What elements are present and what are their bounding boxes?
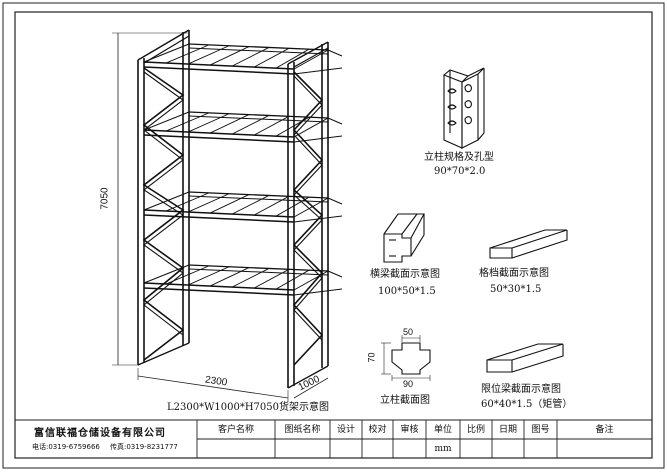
upright-profile-spec: 90*70*2.0 bbox=[434, 166, 486, 177]
beam-section-drawing bbox=[383, 213, 425, 263]
column-section-title: 立柱截面图 bbox=[380, 395, 430, 406]
rack-structure bbox=[137, 29, 329, 389]
company-phone: 电话:0319-6759666 bbox=[32, 443, 100, 451]
bar-section-spec: 50*30*1.5 bbox=[490, 284, 542, 295]
beam-section-title: 横梁截面示意图 bbox=[370, 269, 440, 280]
limit-beam-spec: 60*40*1.5（矩管） bbox=[481, 399, 573, 410]
bar-section-title: 格档截面示意图 bbox=[479, 268, 549, 279]
title-block-header-8: 日期 bbox=[498, 425, 517, 435]
title-block-grid bbox=[15, 419, 652, 458]
shelf-level-4 bbox=[143, 264, 343, 296]
title-block-header-5: 审核 bbox=[400, 425, 419, 435]
title-block-header-7: 比例 bbox=[466, 425, 485, 435]
outer-frame bbox=[2, 2, 665, 469]
column-section-drawing bbox=[391, 342, 431, 375]
rack-caption: L2300*W1000*H7050货架示意图 bbox=[167, 402, 329, 413]
beam-section-spec: 100*50*1.5 bbox=[378, 286, 436, 297]
bar-section-drawing bbox=[489, 229, 568, 259]
title-block-header-3: 设计 bbox=[336, 425, 355, 435]
rack-dimensions bbox=[112, 32, 329, 402]
title-block-header-10: 备注 bbox=[595, 425, 614, 435]
shelf-level-2 bbox=[143, 111, 343, 143]
limit-beam-drawing bbox=[486, 343, 564, 373]
column-section-dimensions bbox=[381, 335, 431, 381]
shelf-levels bbox=[143, 43, 343, 296]
shelf-level-1 bbox=[143, 43, 343, 75]
rack-height-dimension: 7050 bbox=[99, 187, 111, 210]
title-block-header-2: 图纸名称 bbox=[284, 425, 321, 435]
title-block-header-4: 校对 bbox=[368, 425, 387, 435]
title-block-header-1: 客户名称 bbox=[217, 425, 254, 435]
shelf-level-3 bbox=[143, 191, 343, 223]
upright-profile-title: 立柱规格及孔型 bbox=[424, 152, 494, 163]
unit-value: mm bbox=[434, 444, 452, 454]
company-name: 富信联福仓储设备有限公司 bbox=[34, 428, 166, 439]
upright-profile-drawing bbox=[443, 67, 485, 149]
title-block-header-9: 图号 bbox=[531, 425, 550, 435]
column-dim-top: 50 bbox=[403, 327, 414, 337]
column-dim-side: 70 bbox=[366, 352, 377, 363]
inner-frame bbox=[14, 11, 653, 459]
column-dim-bottom: 90 bbox=[403, 379, 414, 389]
company-fax: 传真:0319-8231777 bbox=[110, 443, 178, 451]
title-block-header-6: 单位 bbox=[433, 425, 452, 435]
limit-beam-title: 限位梁截面示意图 bbox=[481, 384, 561, 395]
